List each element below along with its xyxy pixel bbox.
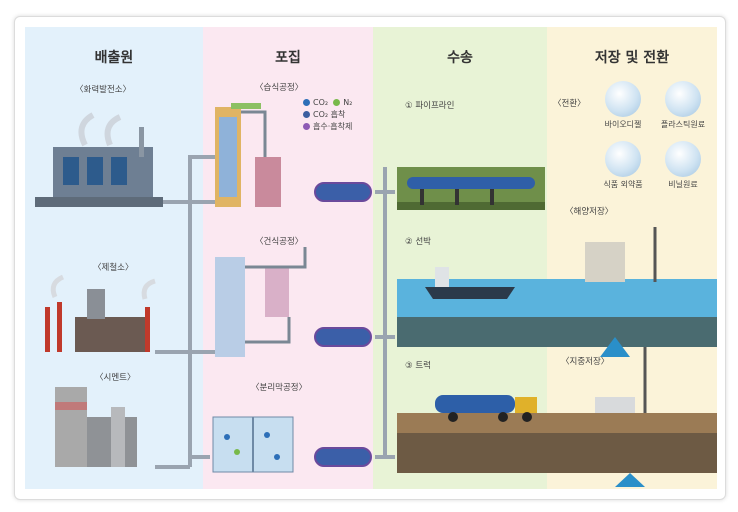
plastic-icon	[665, 81, 701, 117]
legend-co2: CO₂	[313, 98, 329, 107]
membrane-process-label: 〈분리막공정〉	[251, 383, 308, 393]
ship-label: ② 선박	[405, 237, 431, 247]
product-plastic: 플라스틱원료	[660, 120, 706, 129]
legend-n2: N₂	[343, 98, 353, 107]
legend-absorbent: 흡수·흡착제	[313, 122, 353, 131]
ccus-diagram: 배출원 포집 수송 저장 및 전환 〈화력발전소〉 〈제철소〉 〈시멘트〉 〈습…	[14, 16, 726, 500]
vinyl-icon	[665, 141, 701, 177]
conversion-label: 〈전환〉	[553, 99, 586, 109]
cement-label: 〈시멘트〉	[95, 373, 136, 383]
dry-process-label: 〈건식공정〉	[255, 237, 304, 247]
power-plant-label: 〈화력발전소〉	[75, 85, 132, 95]
storage-title: 저장 및 전환	[594, 50, 670, 66]
food-medicine-icon	[605, 141, 641, 177]
steel-mill-label: 〈제철소〉	[93, 263, 134, 273]
ground-storage-label: 〈지중저장〉	[561, 357, 610, 367]
product-vinyl: 비닐원료	[668, 180, 698, 189]
wet-process-label: 〈습식공정〉	[255, 83, 304, 93]
capture-title: 포집	[275, 50, 301, 66]
transport-title: 수송	[447, 50, 473, 66]
emission-panel	[25, 27, 203, 489]
truck-label: ③ 트럭	[405, 361, 431, 371]
emission-title: 배출원	[94, 50, 134, 66]
co2-absorb-dot	[303, 111, 310, 118]
product-food-medicine: 식품 외약품	[603, 180, 643, 189]
legend: CO₂ N₂ CO₂ 흡착 흡수·흡착제	[303, 97, 373, 133]
ocean-storage-label: 〈해양저장〉	[565, 207, 614, 217]
co2-dot	[303, 99, 310, 106]
product-biodiesel: 바이오디젤	[604, 120, 642, 129]
biodiesel-icon	[605, 81, 641, 117]
pipeline-label: ① 파이프라인	[405, 101, 455, 111]
transport-panel	[373, 27, 547, 489]
legend-co2-absorb: CO₂ 흡착	[313, 110, 346, 119]
n2-dot	[333, 99, 341, 106]
absorbent-dot	[303, 123, 310, 130]
